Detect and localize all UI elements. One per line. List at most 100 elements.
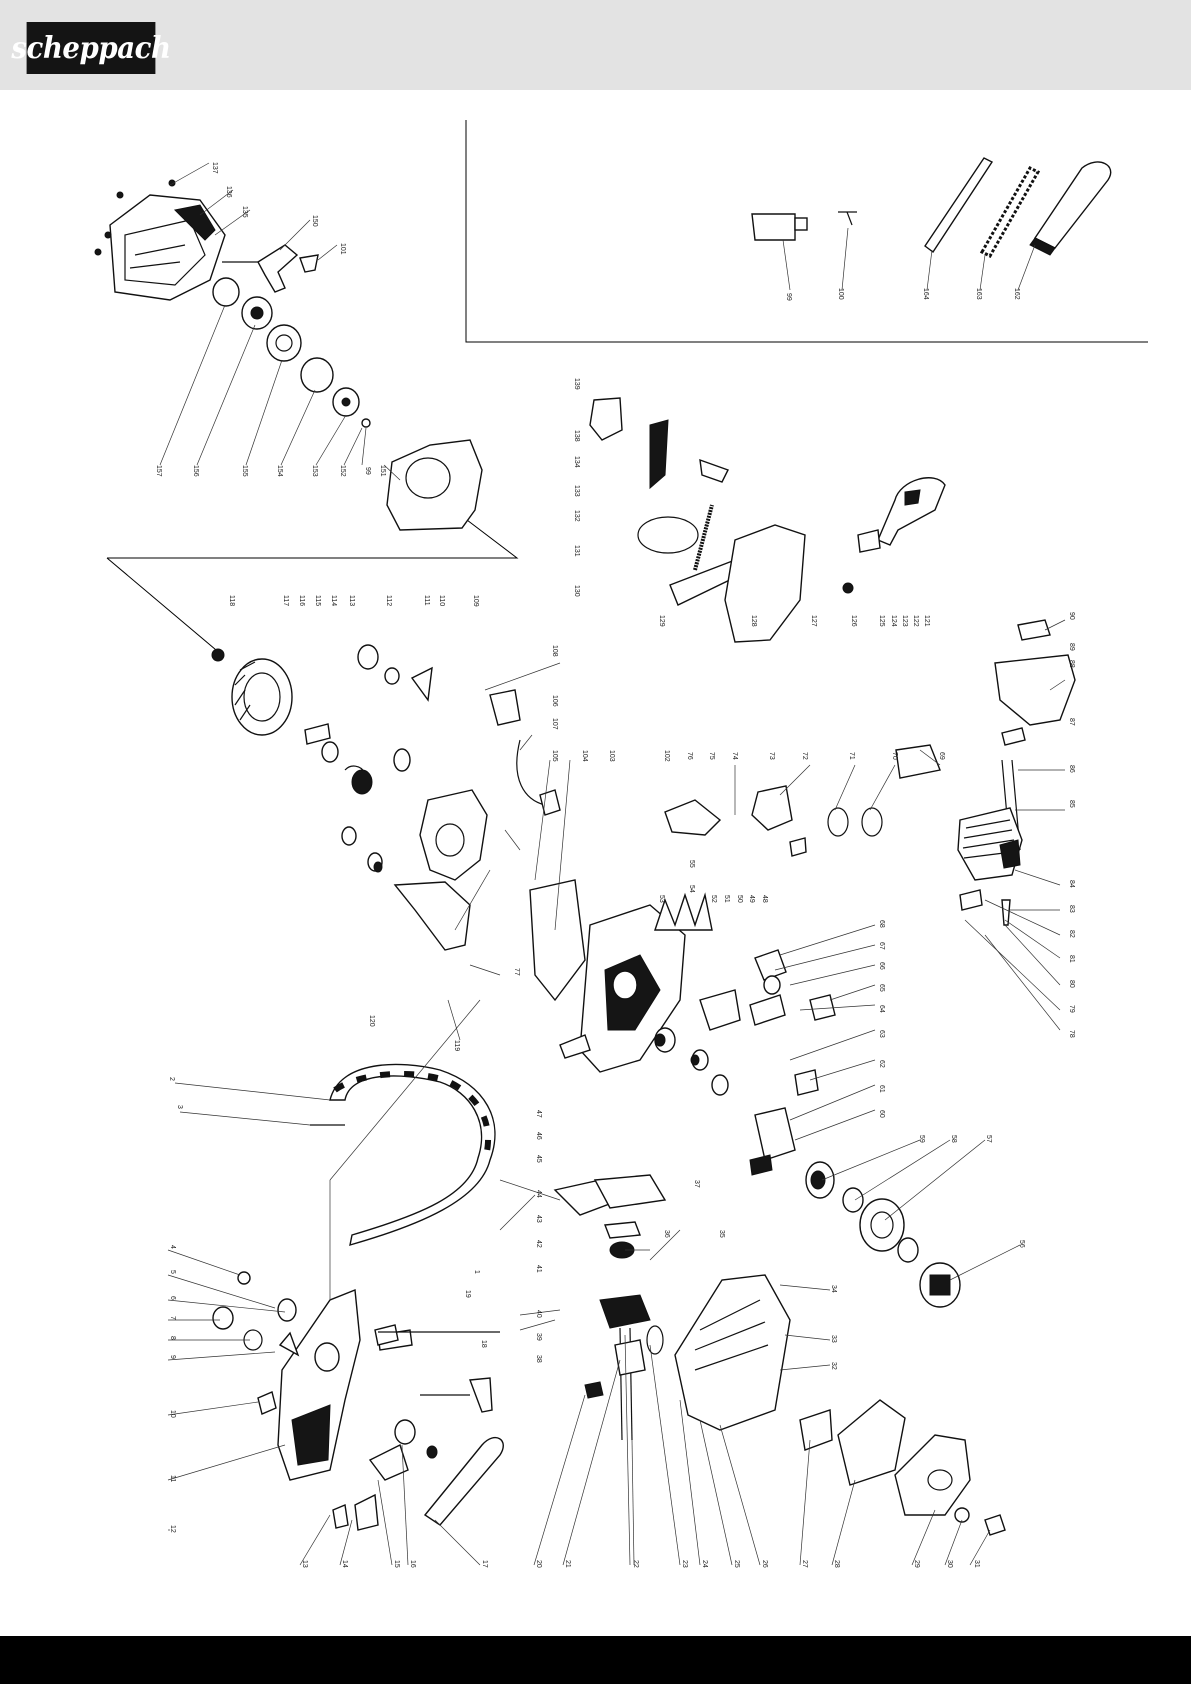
heat-shield xyxy=(604,1221,641,1239)
throttle-trigger xyxy=(368,1444,409,1481)
piston-ring-1 xyxy=(827,807,849,837)
callout-102: 102 xyxy=(663,750,670,762)
throttle-lockout xyxy=(354,1493,379,1531)
callout-82: 82 xyxy=(1068,930,1075,938)
crankcase-right xyxy=(724,524,806,643)
oil-pump xyxy=(749,994,786,1026)
starter-frame-line xyxy=(106,519,519,656)
callout-31: 31 xyxy=(973,1560,980,1568)
callout-119: 119 xyxy=(453,1040,460,1051)
callout-37: 37 xyxy=(693,1180,700,1188)
callout-32: 32 xyxy=(830,1362,837,1370)
starter-cover xyxy=(109,194,226,301)
callout-36: 36 xyxy=(663,1230,670,1238)
callout-13: 13 xyxy=(301,1560,308,1568)
brake-spring xyxy=(693,504,714,571)
callout-131: 131 xyxy=(573,545,580,557)
callout-83: 83 xyxy=(1068,905,1075,913)
callout-162: 162 xyxy=(1013,288,1020,300)
callout-76: 76 xyxy=(686,752,693,760)
callout-130: 130 xyxy=(573,585,580,597)
callout-7: 7 xyxy=(169,1316,176,1320)
callout-155: 155 xyxy=(241,465,248,477)
spiked-bumper xyxy=(654,892,713,931)
callout-81: 81 xyxy=(1068,955,1075,963)
callout-87: 87 xyxy=(1068,718,1075,726)
intake-flange xyxy=(959,889,983,911)
guide-bar xyxy=(924,157,994,254)
front-handle xyxy=(329,1063,496,1246)
callout-38: 38 xyxy=(535,1355,542,1363)
callout-65: 65 xyxy=(878,984,885,992)
callout-72: 72 xyxy=(801,752,808,760)
callout-104: 104 xyxy=(581,750,588,762)
ignition-plate xyxy=(304,723,331,745)
callout-54: 54 xyxy=(688,885,695,893)
callout-129: 129 xyxy=(658,615,665,627)
callout-24: 24 xyxy=(701,1560,708,1568)
callout-139: 139 xyxy=(573,378,580,390)
callout-100: 100 xyxy=(837,288,844,300)
throttle-bracket xyxy=(489,689,521,726)
callout-80: 80 xyxy=(1068,980,1075,988)
page-header: scheppach xyxy=(0,0,1191,90)
callout-90: 90 xyxy=(1068,612,1075,620)
callout-115: 115 xyxy=(314,595,321,606)
fuel-line xyxy=(469,1377,493,1413)
callout-125: 125 xyxy=(878,615,885,627)
callout-4: 4 xyxy=(169,1245,176,1249)
callout-2: 2 xyxy=(168,1077,175,1081)
callout-86: 86 xyxy=(1068,765,1075,773)
oil-tank-side xyxy=(529,879,586,1002)
callout-99: 99 xyxy=(364,467,371,475)
callout-44: 44 xyxy=(535,1190,542,1198)
spark-plug xyxy=(1001,899,1011,926)
callout-77: 77 xyxy=(513,968,520,976)
callout-52: 52 xyxy=(710,895,717,903)
rear-handle-body xyxy=(277,1289,361,1481)
callout-47: 47 xyxy=(535,1110,542,1118)
callout-118: 118 xyxy=(228,595,235,606)
callout-101: 101 xyxy=(339,243,346,255)
callout-19: 19 xyxy=(464,1290,471,1298)
choke-lever xyxy=(794,1069,819,1096)
fuel-cap xyxy=(257,1391,277,1415)
callout-9: 9 xyxy=(169,1355,176,1359)
callout-6: 6 xyxy=(169,1296,176,1300)
carb-mount xyxy=(593,1174,667,1209)
callout-27: 27 xyxy=(801,1560,808,1568)
chain-brake-plate xyxy=(589,397,623,441)
callout-68: 68 xyxy=(878,920,885,928)
brake-band xyxy=(637,516,699,554)
callout-127: 127 xyxy=(810,615,817,627)
chain-tensioner xyxy=(699,989,741,1031)
callout-128: 128 xyxy=(750,615,757,627)
filter-cover xyxy=(894,1434,971,1516)
callout-138: 138 xyxy=(573,430,580,442)
brake-link xyxy=(857,529,881,553)
callout-15: 15 xyxy=(393,1560,400,1568)
callout-122: 122 xyxy=(912,615,919,627)
callout-84: 84 xyxy=(1068,880,1075,888)
callout-124: 124 xyxy=(890,615,897,627)
callout-66: 66 xyxy=(878,962,885,970)
callout-12: 12 xyxy=(169,1525,176,1533)
primer-bulb xyxy=(394,1419,416,1445)
callout-43: 43 xyxy=(535,1215,542,1223)
ignition-coil xyxy=(410,666,433,702)
callout-136: 136 xyxy=(225,186,232,198)
oil-cap xyxy=(212,1306,234,1330)
callout-151: 151 xyxy=(379,465,386,477)
piston-ring-2 xyxy=(861,807,883,837)
callout-30: 30 xyxy=(946,1560,953,1568)
flywheel xyxy=(231,658,293,736)
bar-cover xyxy=(1029,161,1112,256)
callout-17: 17 xyxy=(481,1560,488,1568)
callout-105: 105 xyxy=(551,750,558,762)
callout-16: 16 xyxy=(409,1560,416,1568)
callout-154: 154 xyxy=(276,465,283,477)
cylinder-gasket xyxy=(1001,727,1026,746)
saw-chain xyxy=(979,166,1041,258)
callout-164: 164 xyxy=(922,288,929,300)
filter-bracket xyxy=(1017,619,1051,641)
